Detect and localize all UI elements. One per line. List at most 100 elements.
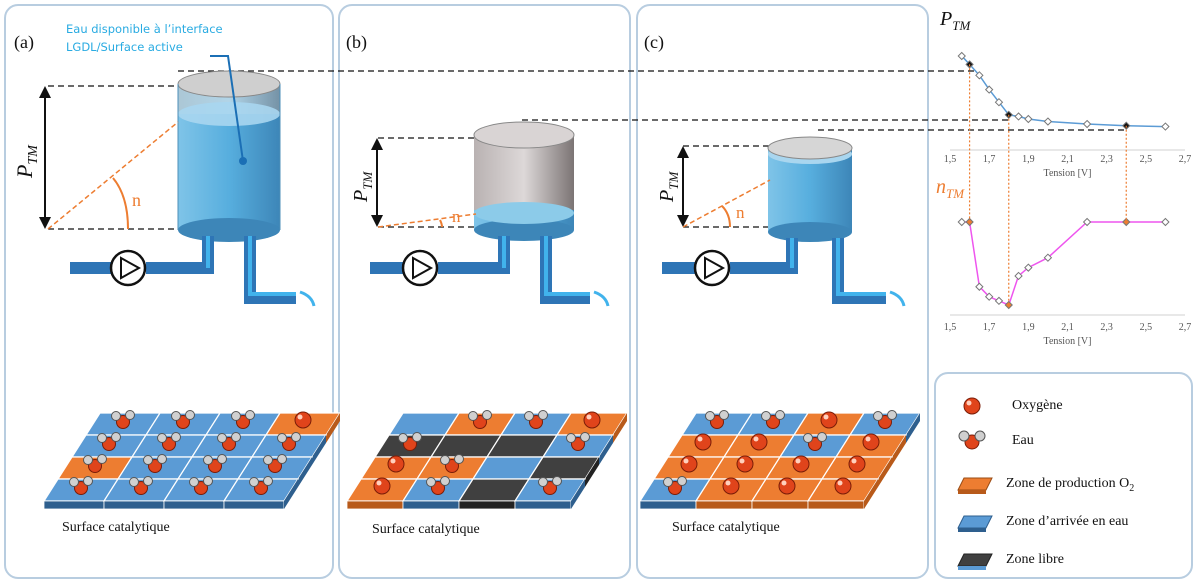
oxygen-highlight (837, 480, 843, 486)
ptm-label-b: PTM (350, 171, 375, 203)
interface-water-callout: Eau disponible à l’interface LGDL/Surfac… (66, 20, 223, 56)
chart-0-point (1082, 119, 1092, 129)
chart-0-point (1043, 117, 1053, 126)
water-hydrogen-atom (291, 432, 301, 442)
panel-b-label: (b) (346, 32, 367, 52)
water-hydrogen-atom (412, 432, 422, 442)
chart-0-point (984, 85, 994, 94)
legend-water-zone-label: Zone d’arrivée en eau (1006, 514, 1129, 529)
chart-0-point (994, 97, 1004, 107)
water-hydrogen-atom (803, 433, 813, 443)
water-hydrogen-atom (129, 477, 139, 487)
oxygen-highlight (725, 480, 731, 486)
angle-label-a: n (132, 190, 141, 210)
surface-side-2-3 (864, 479, 878, 509)
chart-1-tick: 2,3 (1100, 322, 1113, 333)
water-hydrogen-atom (566, 433, 576, 443)
water-hydrogen-atom (482, 410, 492, 420)
chart-1-point (1024, 263, 1033, 272)
surface-side-1-2 (585, 457, 599, 487)
water-hydrogen-atom (157, 433, 167, 443)
legend-water-label: Eau (1012, 433, 1034, 448)
water-hydrogen-atom (887, 410, 897, 420)
water-hydrogen-atom (263, 455, 273, 465)
legend-o2-zone-label: Zone de production O2 (1006, 476, 1135, 494)
surface-side-0-2 (298, 457, 312, 487)
water-hydrogen-atom (97, 433, 107, 443)
water-hydrogen-atom (552, 476, 562, 486)
chart-1-point (975, 282, 984, 291)
ptm-guide-lines (48, 70, 1128, 230)
water-hydrogen-atom (263, 476, 273, 486)
chart-1-point (1004, 300, 1013, 310)
chart-1-line (961, 221, 1166, 307)
chart-1-point (994, 296, 1004, 306)
ptm-label-a: PTM (12, 144, 41, 179)
chart-1-tick: 1,7 (983, 322, 996, 333)
callout-line-1: Eau disponible à l’interface (66, 22, 223, 36)
water-hydrogen-atom (719, 410, 729, 420)
chart-ptm-title: PTM (940, 8, 971, 33)
surface-side-1-0 (613, 413, 627, 443)
water-hydrogen-atom (231, 411, 241, 421)
water-hydrogen-atom (454, 454, 464, 464)
oxygen-highlight (781, 480, 787, 486)
water-hydrogen-atom (217, 433, 227, 443)
chart-1-point (1082, 217, 1092, 227)
catalytic-surfaces (42, 410, 922, 510)
chart-1-tick: 2,1 (1061, 322, 1074, 333)
surface-side-0-1 (312, 435, 326, 465)
legend-free-zone-icon (957, 553, 993, 570)
water-hydrogen-atom (705, 411, 715, 421)
water-hydrogen-atom (245, 410, 255, 420)
water-hydrogen-atom (83, 455, 93, 465)
water-hydrogen-atom (157, 454, 167, 464)
oxygen-highlight (390, 458, 396, 464)
water-hydrogen-atom (538, 477, 548, 487)
water-hydrogen-atom (277, 454, 287, 464)
chart-0-tick: 1,7 (983, 154, 996, 165)
tank-b (473, 121, 575, 241)
oxygen-highlight (586, 414, 592, 420)
pipes-a (70, 236, 316, 307)
surface-side-2-1 (892, 435, 906, 465)
oxygen-highlight (851, 458, 857, 464)
chart-1-xlabel: Tension [V] (1044, 336, 1092, 347)
angle-label-b: n (452, 207, 461, 226)
chart-0-tick: 1,9 (1022, 154, 1035, 165)
surface-side-1-3 (571, 479, 585, 509)
angle-arcs (112, 177, 731, 230)
oxygen-highlight (297, 414, 303, 420)
surface-side-0-3 (284, 479, 298, 509)
legend-water-zone-icon (957, 515, 993, 532)
water-hydrogen-atom (171, 411, 181, 421)
legend-free-zone-label: Zone libre (1006, 552, 1064, 567)
surface-side-0-0 (326, 413, 340, 443)
chart-0-point (1024, 114, 1033, 124)
water-hydrogen-atom (143, 476, 153, 486)
water-hydrogen-atom (468, 411, 478, 421)
water-hydrogen-atom (249, 477, 259, 487)
chart-1-tick: 1,5 (944, 322, 957, 333)
surface-side-2-2 (878, 457, 892, 487)
water-hydrogen-atom (203, 476, 213, 486)
oxygen-highlight (865, 436, 871, 442)
pipes-b (370, 236, 610, 307)
ptm-arrows (44, 92, 684, 223)
water-hydrogen-atom (97, 454, 107, 464)
legend-oxygen-label: Oxygène (1012, 398, 1063, 413)
chart-0-tick: 2,3 (1100, 154, 1113, 165)
water-hydrogen-atom (277, 433, 287, 443)
oxygen-highlight (739, 458, 745, 464)
water-hydrogen-atom (171, 432, 181, 442)
chart-1-point (1014, 271, 1023, 281)
angle-lines (47, 121, 771, 230)
water-hydrogen-atom (111, 432, 121, 442)
oxygen-highlight (697, 436, 703, 442)
callout-line-2: LGDL/Surface active (66, 40, 183, 54)
legend-oxygen-icon (963, 397, 981, 415)
chart-1-tick: 1,9 (1022, 322, 1035, 333)
